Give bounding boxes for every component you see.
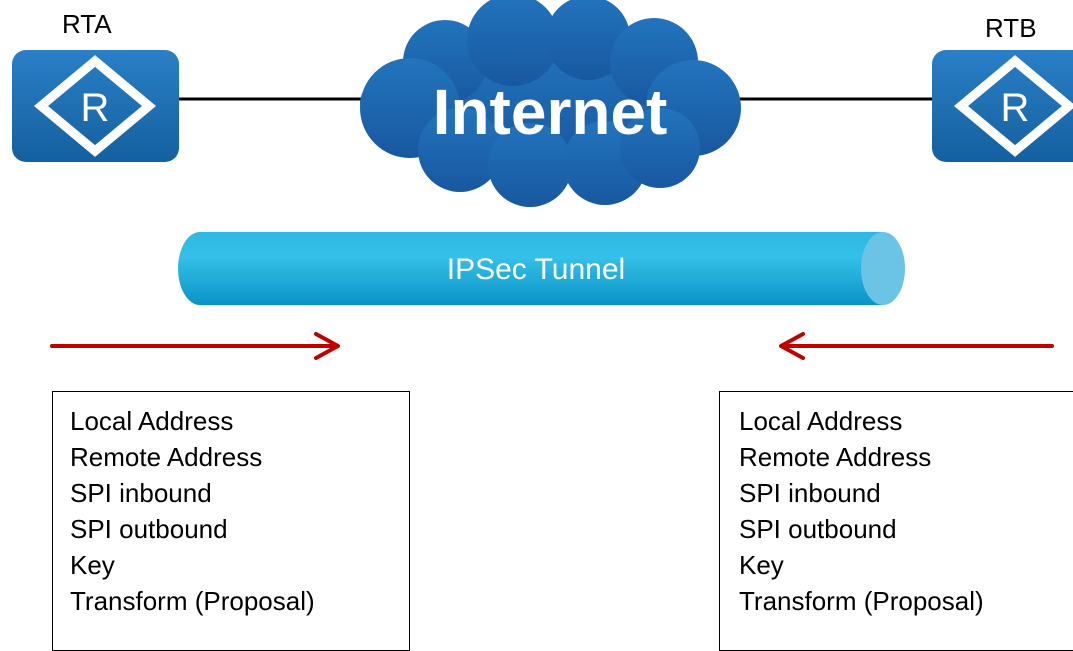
cloud-icon xyxy=(360,0,741,207)
router-a-letter: R xyxy=(81,86,110,130)
sa-field-transform: Transform (Proposal) xyxy=(739,586,984,616)
sa-field-spi-outbound: SPI outbound xyxy=(739,514,897,544)
router-b-label: RTB xyxy=(985,13,1037,43)
sa-field-key: Key xyxy=(739,550,784,580)
tunnel-label: IPSec Tunnel xyxy=(447,253,625,286)
sa-field-spi-outbound: SPI outbound xyxy=(70,514,228,544)
router-b-icon: R xyxy=(932,50,1073,162)
sa-field-remote-address: Remote Address xyxy=(739,442,932,472)
sa-field-spi-inbound: SPI inbound xyxy=(70,478,212,508)
ipsec-tunnel xyxy=(178,232,905,305)
sa-field-key: Key xyxy=(70,550,115,580)
router-a-icon: R xyxy=(12,50,179,162)
router-a-label: RTA xyxy=(62,9,112,39)
arrow-left-icon xyxy=(779,332,1054,360)
sa-field-local-address: Local Address xyxy=(739,406,903,436)
router-b-letter: R xyxy=(1001,86,1030,130)
internet-label: Internet xyxy=(433,76,668,148)
sa-parameters-rtb: Local Address Remote Address SPI inbound… xyxy=(719,391,1073,651)
sa-field-remote-address: Remote Address xyxy=(70,442,263,472)
sa-field-local-address: Local Address xyxy=(70,406,234,436)
arrow-right-icon xyxy=(50,332,340,360)
sa-field-spi-inbound: SPI inbound xyxy=(739,478,881,508)
sa-parameters-rta: Local Address Remote Address SPI inbound… xyxy=(52,391,410,651)
sa-field-transform: Transform (Proposal) xyxy=(70,586,315,616)
